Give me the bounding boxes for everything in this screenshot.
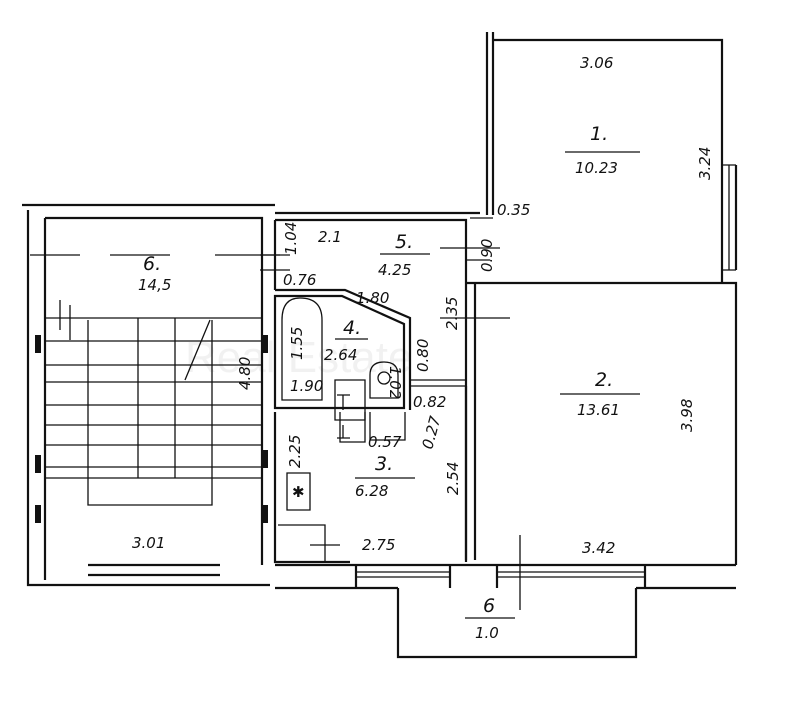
dim-0-57: 0.57 (368, 433, 402, 451)
dim-0-35: 0.35 (497, 201, 530, 219)
balcony-number: 6 (483, 595, 495, 617)
room-1-depth: 3.24 (696, 147, 714, 180)
room-5-area: 4.25 (378, 261, 411, 279)
room-2-width: 3.42 (582, 539, 615, 557)
room-3-depth: 2.54 (444, 462, 462, 495)
balcony (396, 588, 638, 659)
room-4-number: 4. (343, 317, 361, 339)
room-5-depth: 2.35 (443, 297, 461, 330)
room-3-width: 2.75 (362, 536, 395, 554)
room-4-dim-2: 1.55 (288, 327, 306, 360)
room-2 (464, 281, 738, 610)
dim-0-27: 0.27 (418, 414, 444, 451)
room-1-area: 10.23 (575, 159, 618, 177)
room-4-area: 2.64 (324, 346, 357, 364)
room-1 (470, 32, 738, 282)
room-3-area: 6.28 (355, 482, 388, 500)
room-1-width: 3.06 (580, 54, 613, 72)
stair-width: 3.01 (132, 534, 165, 552)
room-4-dim-3: 1.02 (386, 366, 404, 399)
room-3-kitchen: ✱ (273, 386, 468, 564)
room-2-depth: 3.98 (678, 399, 696, 432)
room-3-number: 3. (375, 453, 393, 475)
room-5-dim-2: 0.76 (283, 271, 316, 289)
stove-icon: ✱ (292, 483, 305, 501)
room-3-side: 2.25 (286, 435, 304, 468)
room-4-dim-5: 0.80 (414, 339, 432, 372)
stair-depth: 4.80 (236, 357, 254, 390)
room-4-dim-4: 1.90 (290, 377, 323, 395)
stairwell (22, 203, 280, 587)
room-4-bathroom (273, 294, 466, 439)
room-2-area: 13.61 (577, 401, 620, 419)
room-5-dim-1: 1.04 (282, 222, 300, 255)
room-4-dim-1: 1.80 (356, 289, 389, 307)
bottom-walls (275, 563, 736, 590)
balcony-area: 1.0 (475, 624, 499, 642)
room-5-number: 5. (395, 231, 413, 253)
room-2-number: 2. (595, 369, 613, 391)
dim-0-90: 0.90 (478, 239, 496, 272)
room-1-number: 1. (590, 123, 608, 145)
stair-number: 6. (143, 253, 161, 275)
dim-0-82: 0.82 (413, 393, 446, 411)
stair-area: 14,5 (138, 276, 171, 294)
room-5-width: 2.1 (318, 228, 342, 246)
